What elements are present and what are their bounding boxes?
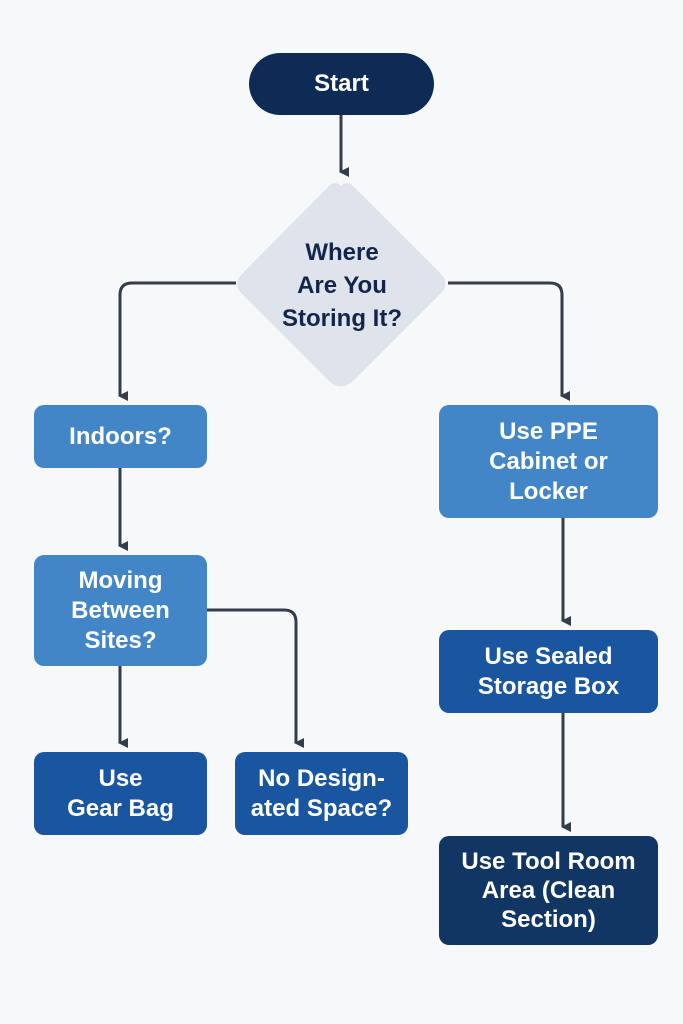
decision-diamond [237, 183, 446, 387]
sealed-storage-box-label: Use Sealed Storage Box [477, 642, 620, 700]
start-node[interactable]: Start [249, 53, 434, 115]
edge-moving-nospace [207, 608, 304, 748]
moving-between-sites-label: Moving Between Sites? [71, 566, 170, 654]
edge-where-ppe [448, 281, 570, 401]
use-gear-bag-node[interactable]: Use Gear Bag [34, 752, 207, 835]
tool-room-area-node[interactable]: Use Tool Room Area (Clean Section) [439, 836, 658, 945]
edge-where-indoors [118, 281, 236, 401]
start-label: Start [314, 70, 369, 97]
no-designated-space-node[interactable]: No Design- ated Space? [235, 752, 408, 835]
use-gear-bag-label: Use Gear Bag [67, 764, 174, 822]
indoors-label: Indoors? [69, 422, 172, 450]
moving-between-sites-node[interactable]: Moving Between Sites? [34, 555, 207, 666]
ppe-cabinet-label: Use PPE Cabinet or Locker [489, 417, 608, 505]
where-storing-label: Where Are You Storing It? [282, 238, 402, 332]
indoors-node[interactable]: Indoors? [34, 405, 207, 468]
sealed-storage-box-node[interactable]: Use Sealed Storage Box [439, 630, 658, 713]
no-designated-space-label: No Design- ated Space? [250, 764, 393, 822]
tool-room-area-label: Use Tool Room Area (Clean Section) [461, 848, 636, 933]
where-storing-decision[interactable]: Where Are You Storing It? [234, 180, 450, 390]
ppe-cabinet-node[interactable]: Use PPE Cabinet or Locker [439, 405, 658, 518]
